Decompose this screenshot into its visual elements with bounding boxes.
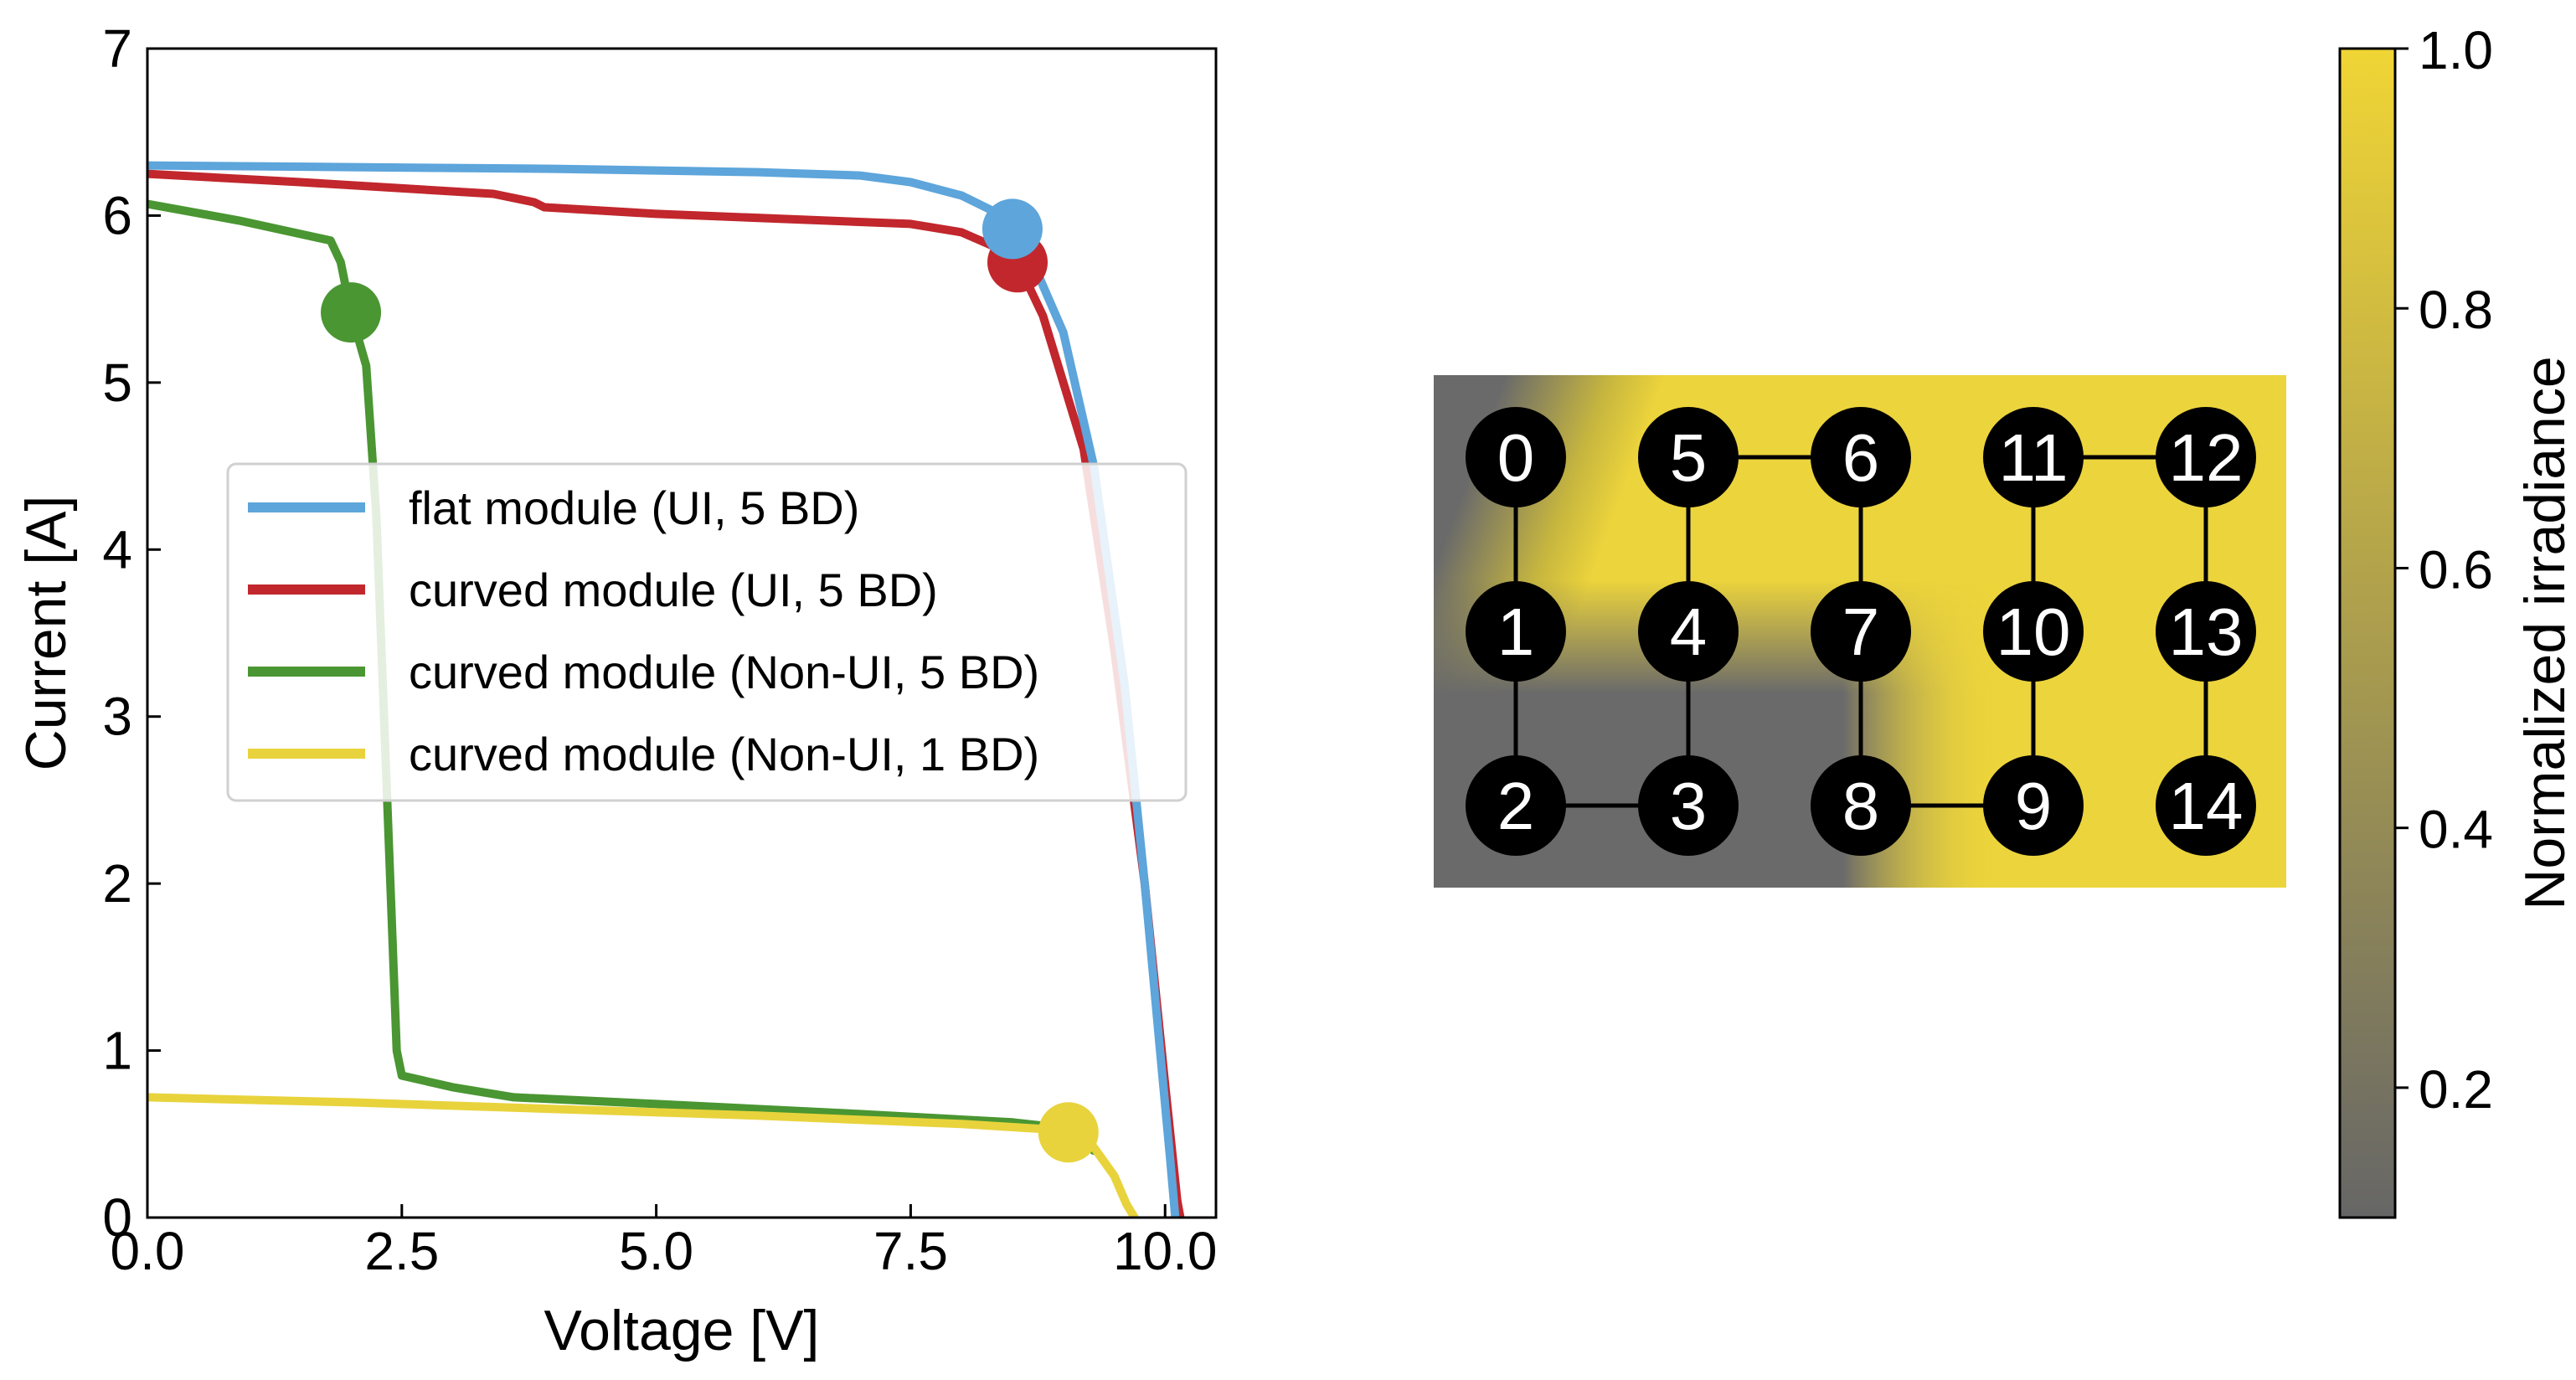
- bypass-node: 14: [2156, 755, 2256, 856]
- node-circle: [1811, 407, 1911, 507]
- y-tick-label: 1: [102, 1021, 132, 1081]
- bypass-node: 7: [1811, 581, 1911, 682]
- bypass-node: 3: [1638, 755, 1739, 856]
- series-line-2: [147, 199, 1099, 1156]
- x-tick-label: 0.0: [111, 1221, 185, 1281]
- bypass-node: 10: [1983, 581, 2084, 682]
- bypass-node: 6: [1811, 407, 1911, 507]
- y-tick-label: 6: [102, 185, 132, 245]
- node-circle: [1811, 755, 1911, 856]
- node-label: 0: [1497, 420, 1535, 495]
- legend-entry: curved module (Non-UI, 1 BD): [409, 728, 1039, 780]
- x-tick-label: 2.5: [364, 1221, 439, 1281]
- node-label: 8: [1842, 769, 1880, 843]
- y-tick-label: 3: [102, 687, 132, 747]
- bypass-node: 4: [1638, 581, 1739, 682]
- colorbar-gradient: [2338, 47, 2397, 1219]
- legend-items: flat module (UI, 5 BD) curved module (UI,…: [248, 481, 1039, 780]
- bypass-node: 1: [1466, 581, 1566, 682]
- mpp-marker-2: [321, 282, 382, 343]
- y-tick-group: 0 1 2 3 4 5 6 7: [102, 18, 161, 1248]
- legend-box: [226, 462, 1188, 802]
- node-circle: [2156, 407, 2256, 507]
- iv-series-group: [147, 161, 1185, 1218]
- node-circle: [1811, 581, 1911, 682]
- node-circle: [1983, 407, 2084, 507]
- y-tick-label: 2: [102, 853, 132, 914]
- node-label: 12: [2169, 420, 2244, 495]
- x-axis-label: Voltage [V]: [544, 1299, 820, 1362]
- node-label: 9: [2015, 769, 2053, 843]
- colorbar-tick-label: 0.2: [2419, 1059, 2493, 1120]
- iv-curve-chart: 0.0 2.5 5.0 7.5 10.0 0 1 2 3 4 5 6 7 Voltage [V] Cu…: [14, 18, 1218, 1362]
- colorbar-tick-label: 1.0: [2419, 20, 2493, 80]
- node-circle: [1466, 755, 1566, 856]
- node-label: 2: [1497, 769, 1535, 843]
- node-label: 14: [2169, 769, 2244, 843]
- bypass-node: 11: [1983, 407, 2084, 507]
- mpp-marker-3: [1038, 1102, 1099, 1163]
- legend-entry: curved module (UI, 5 BD): [409, 564, 938, 616]
- node-circle: [1638, 755, 1739, 856]
- plot-frame: [146, 47, 1218, 1219]
- node-label: 6: [1842, 420, 1880, 495]
- node-circle: [1638, 407, 1739, 507]
- colorbar: 0.2 0.4 0.6 0.8 1.0 Normalized irradiance: [2338, 20, 2576, 1219]
- y-axis-label: Current [A]: [14, 496, 78, 771]
- bypass-node: 12: [2156, 407, 2256, 507]
- x-tick-label: 7.5: [873, 1221, 948, 1281]
- y-tick-label: 7: [102, 18, 132, 79]
- node-circle: [1983, 581, 2084, 682]
- colorbar-label: Normalized irradiance: [2513, 356, 2576, 909]
- node-circle: [1466, 581, 1566, 682]
- mpp-marker-0: [981, 198, 1043, 260]
- legend-entry: curved module (Non-UI, 5 BD): [409, 646, 1039, 698]
- colorbar-tick-label: 0.4: [2419, 800, 2493, 860]
- x-tick-label: 10.0: [1113, 1221, 1218, 1281]
- node-label: 5: [1670, 420, 1708, 495]
- node-circle: [1466, 407, 1566, 507]
- node-label: 3: [1670, 769, 1708, 843]
- legend: flat module (UI, 5 BD) curved module (UI,…: [226, 462, 1188, 802]
- colorbar-tick-label: 0.8: [2419, 280, 2493, 340]
- bypass-node: 9: [1983, 755, 2084, 856]
- bypass-node: 2: [1466, 755, 1566, 856]
- y-tick-label: 4: [102, 519, 132, 579]
- series-line-3: [147, 1093, 1139, 1218]
- bypass-node: 0: [1466, 407, 1566, 507]
- y-tick-label: 5: [102, 353, 132, 413]
- x-tick-group: 0.0 2.5 5.0 7.5 10.0: [111, 1204, 1218, 1281]
- node-label: 10: [1996, 595, 2071, 669]
- legend-entry: flat module (UI, 5 BD): [409, 481, 859, 534]
- node-circle: [1638, 581, 1739, 682]
- bypass-node: 8: [1811, 755, 1911, 856]
- node-label: 13: [2169, 595, 2244, 669]
- bypass-node: 5: [1638, 407, 1739, 507]
- y-tick-label: 0: [102, 1187, 132, 1248]
- bypass-node: 13: [2156, 581, 2256, 682]
- x-tick-label: 5.0: [619, 1221, 693, 1281]
- node-label: 7: [1842, 595, 1880, 669]
- node-label: 11: [1998, 420, 2068, 495]
- node-label: 4: [1670, 595, 1708, 669]
- node-circle: [2156, 755, 2256, 856]
- colorbar-tick-label: 0.6: [2419, 539, 2493, 600]
- node-label: 1: [1497, 595, 1535, 669]
- node-circle: [2156, 581, 2256, 682]
- colorbar-ticks: 0.2 0.4 0.6 0.8 1.0: [2395, 20, 2493, 1120]
- node-circle: [1983, 755, 2084, 856]
